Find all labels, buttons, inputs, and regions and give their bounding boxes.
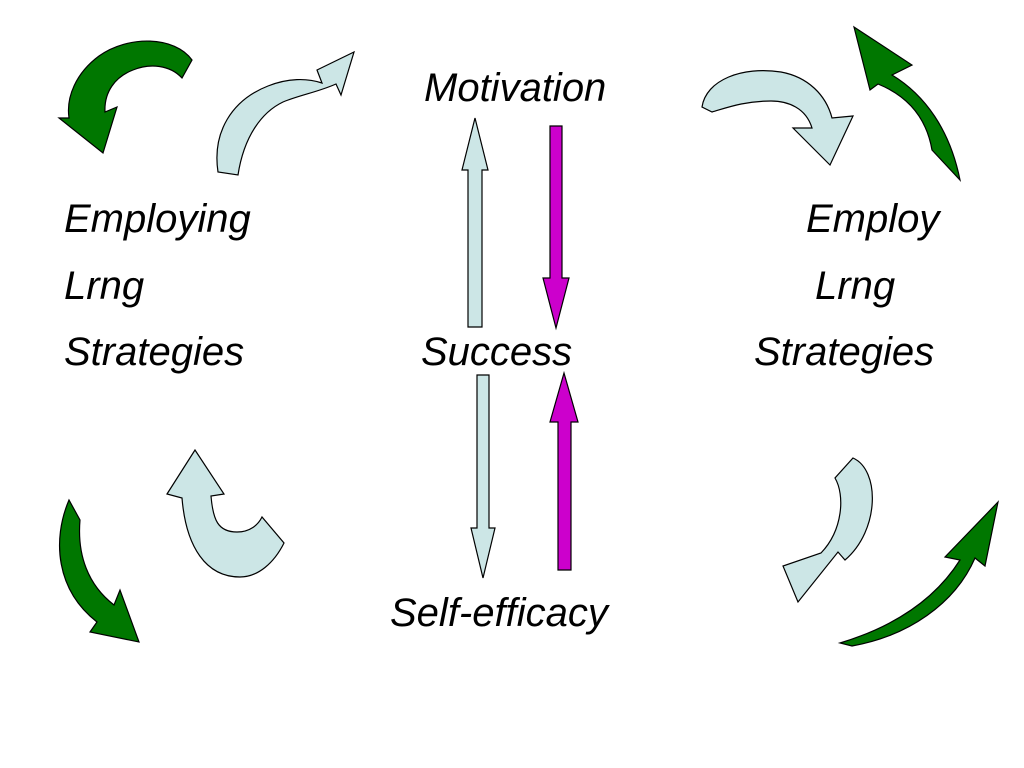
left-line-employing: Employing [64,197,251,241]
left-line-strategies: Strategies [64,330,245,374]
arrow-up-blue-icon [461,117,489,328]
curved-arrow-green-bottom-right-icon [837,500,999,647]
right-line-lrng: Lrng [815,264,896,308]
motivation-label: Motivation [424,66,607,110]
arrow-up-magenta-icon [549,370,579,571]
left-line-lrng: Lrng [64,264,145,308]
curved-arrow-blue-bottom-left-icon [166,448,285,578]
curved-arrow-green-bottom-left-icon [59,498,140,643]
curved-arrow-blue-bottom-right-icon [782,457,873,604]
curved-arrow-green-top-right-icon [853,25,962,182]
self-efficacy-label: Self-efficacy [390,591,608,635]
curved-arrow-blue-top-right-icon [701,70,854,167]
curved-arrow-green-top-left-icon [57,40,193,155]
curved-arrow-blue-top-left-icon [216,50,355,176]
arrow-down-blue-icon [470,374,496,579]
success-label: Success [421,330,573,374]
arrow-down-magenta-icon [542,125,570,331]
right-line-employ: Employ [806,197,940,241]
right-line-strategies: Strategies [754,330,935,374]
